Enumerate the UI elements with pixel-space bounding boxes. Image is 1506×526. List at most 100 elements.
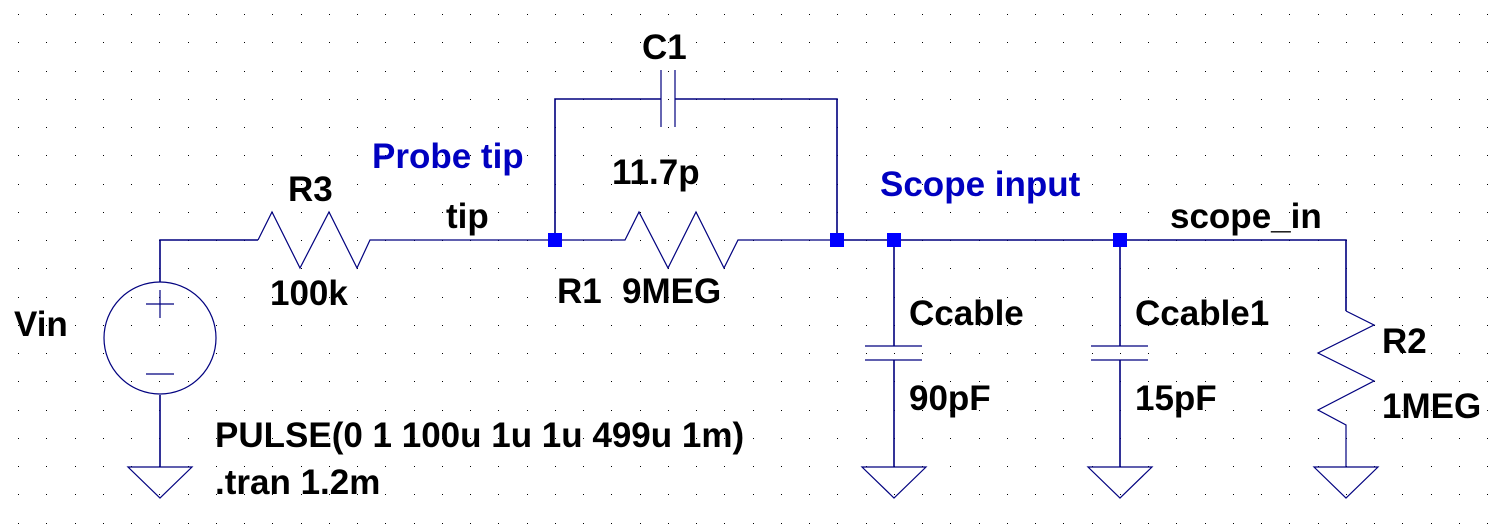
resistor-r3[interactable]	[257, 210, 555, 270]
grid-dot	[1346, 410, 1347, 411]
grid-dot	[696, 155, 697, 156]
grid-dot	[1374, 353, 1375, 354]
grid-dot	[159, 71, 160, 72]
grid-dot	[1261, 438, 1262, 439]
grid-dot	[188, 184, 189, 185]
grid-dot	[470, 184, 471, 185]
grid-dot	[244, 42, 245, 43]
grid-dot	[244, 99, 245, 100]
grid-dot	[1233, 494, 1234, 495]
grid-dot	[1261, 523, 1262, 524]
grid-dot	[75, 42, 76, 43]
grid-dot	[696, 297, 697, 298]
grid-dot	[1233, 71, 1234, 72]
grid-dot	[1289, 71, 1290, 72]
grid-dot	[922, 353, 923, 354]
capacitor-c1[interactable]	[554, 70, 838, 240]
grid-dot	[1007, 99, 1008, 100]
grid-dot	[329, 494, 330, 495]
grid-dot	[555, 297, 556, 298]
grid-dot	[1176, 42, 1177, 43]
grid-dot	[329, 353, 330, 354]
grid-dot	[640, 438, 641, 439]
grid-dot	[103, 212, 104, 213]
grid-dot	[75, 212, 76, 213]
grid-dot	[357, 14, 358, 15]
grid-dot	[244, 325, 245, 326]
grid-dot	[301, 14, 302, 15]
grid-dot	[527, 14, 528, 15]
grid-dot	[922, 14, 923, 15]
grid-dot	[216, 42, 217, 43]
grid-dot	[46, 523, 47, 524]
grid-dot	[583, 325, 584, 326]
capacitor-ccable[interactable]	[860, 240, 928, 499]
grid-dot	[668, 212, 669, 213]
grid-dot	[1176, 466, 1177, 467]
grid-dot	[159, 381, 160, 382]
comment-scope-input: Scope input	[880, 165, 1081, 204]
component-ref-r3: R3	[288, 170, 333, 209]
grid-dot	[75, 381, 76, 382]
grid-dot	[131, 523, 132, 524]
directive-tran[interactable]: .tran 1.2m	[215, 463, 380, 502]
grid-dot	[1120, 353, 1121, 354]
grid-dot	[1233, 523, 1234, 524]
grid-dot	[216, 99, 217, 100]
grid-dot	[216, 438, 217, 439]
grid-dot	[894, 99, 895, 100]
grid-dot	[1148, 184, 1149, 185]
grid-dot	[46, 155, 47, 156]
grid-dot	[668, 381, 669, 382]
grid-dot	[837, 523, 838, 524]
grid-dot	[640, 155, 641, 156]
grid-dot	[329, 184, 330, 185]
grid-dot	[1035, 410, 1036, 411]
grid-dot	[1063, 99, 1064, 100]
grid-dot	[1346, 127, 1347, 128]
capacitor-ccable1[interactable]	[1086, 240, 1154, 499]
grid-dot	[922, 494, 923, 495]
grid-dot	[1402, 42, 1403, 43]
grid-dot	[1092, 184, 1093, 185]
grid-dot	[809, 71, 810, 72]
resistor-r1[interactable]	[555, 210, 837, 270]
grid-dot	[46, 14, 47, 15]
grid-dot	[1148, 155, 1149, 156]
grid-dot	[1205, 268, 1206, 269]
voltage-source-vin[interactable]	[103, 239, 258, 499]
grid-dot	[498, 155, 499, 156]
grid-dot	[1402, 466, 1403, 467]
grid-dot	[809, 438, 810, 439]
grid-dot	[979, 353, 980, 354]
grid-dot	[555, 381, 556, 382]
grid-dot	[1063, 410, 1064, 411]
grid-dot	[385, 466, 386, 467]
grid-dot	[357, 127, 358, 128]
grid-dot	[1035, 268, 1036, 269]
grid-dot	[103, 466, 104, 467]
resistor-r2[interactable]	[1312, 310, 1380, 499]
grid-dot	[527, 71, 528, 72]
directive-source-pulse[interactable]: PULSE(0 1 100u 1u 1u 499u 1m)	[215, 416, 744, 455]
grid-dot	[1487, 325, 1488, 326]
grid-dot	[1233, 14, 1234, 15]
ground-icon	[860, 466, 928, 499]
grid-dot	[498, 212, 499, 213]
grid-dot	[979, 99, 980, 100]
grid-dot	[216, 325, 217, 326]
grid-dot	[1148, 14, 1149, 15]
grid-dot	[1205, 71, 1206, 72]
grid-dot	[724, 353, 725, 354]
grid-dot	[1261, 325, 1262, 326]
grid-dot	[781, 184, 782, 185]
grid-dot	[1431, 268, 1432, 269]
grid-dot	[1148, 523, 1149, 524]
grid-dot	[188, 523, 189, 524]
grid-dot	[357, 184, 358, 185]
grid-dot	[781, 127, 782, 128]
grid-dot	[414, 212, 415, 213]
grid-dot	[1318, 212, 1319, 213]
grid-dot	[837, 353, 838, 354]
